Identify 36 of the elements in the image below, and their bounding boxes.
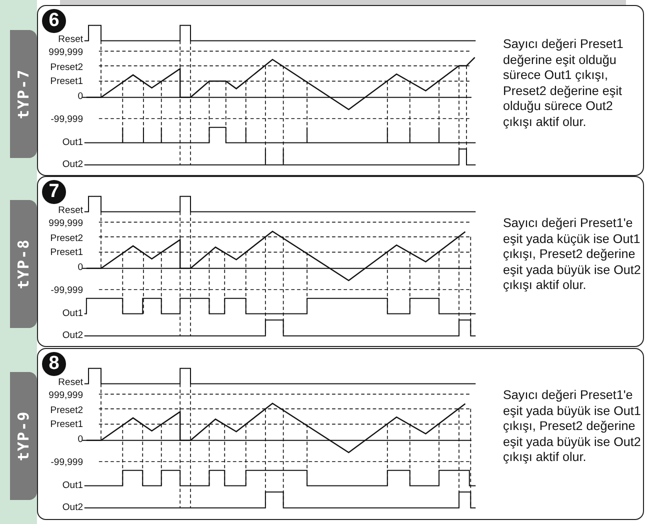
type-tab: tYP-9 — [10, 372, 37, 500]
signal-label: Reset — [57, 205, 83, 216]
signal-label: Out2 — [61, 159, 83, 170]
level-label: Preset2 — [49, 405, 83, 416]
signal-label: Out2 — [61, 502, 83, 513]
signal-label: Reset — [57, 34, 83, 45]
signal-label: Out1 — [61, 480, 83, 491]
signal-label: Out1 — [61, 308, 83, 319]
step-number: 8 — [42, 352, 66, 376]
level-label: -99,999 — [50, 114, 83, 125]
level-label: 0 — [76, 91, 83, 102]
level-label: 999,999 — [48, 218, 83, 229]
level-label: Preset1 — [49, 247, 83, 258]
description-text: Sayıcı değeri Preset1'e eşit yada büyük ise Out1 çıkışı, Preset2 değerine eşit yada büyük ise Out2 çıkışı aktif olur. — [503, 388, 642, 466]
level-label: 999,999 — [48, 47, 83, 58]
level-label: Preset1 — [49, 419, 83, 430]
level-label: Preset2 — [49, 62, 83, 73]
type-tab: tYP-7 — [10, 30, 37, 158]
level-label: Preset1 — [49, 76, 83, 87]
step-number: 7 — [42, 180, 66, 204]
signal-label: Out2 — [61, 330, 83, 341]
level-label: 0 — [76, 262, 83, 273]
signal-label: Out1 — [61, 137, 83, 148]
level-label: -99,999 — [50, 457, 83, 468]
panel-card — [37, 348, 644, 520]
level-label: 999,999 — [48, 390, 83, 401]
type-tab: tYP-8 — [10, 200, 37, 328]
panel-card — [37, 176, 644, 347]
step-number: 6 — [42, 9, 66, 33]
level-label: -99,999 — [50, 285, 83, 296]
description-text: Sayıcı değeri Preset1'e eşit yada küçük ise Out1 çıkışı, Preset2 değerine eşit yada büyük ise Out2 çıkışı aktif olur. — [503, 216, 642, 294]
level-label: 0 — [76, 434, 83, 445]
signal-label: Reset — [57, 377, 83, 388]
level-label: Preset2 — [49, 233, 83, 244]
panel-card — [37, 5, 644, 176]
description-text: Sayıcı değeri Preset1 değerine eşit olduğu sürece Out1 çıkışı, Preset2 değerine eşit olduğu sürece Out2 çıkışı aktif olur. — [503, 37, 624, 131]
